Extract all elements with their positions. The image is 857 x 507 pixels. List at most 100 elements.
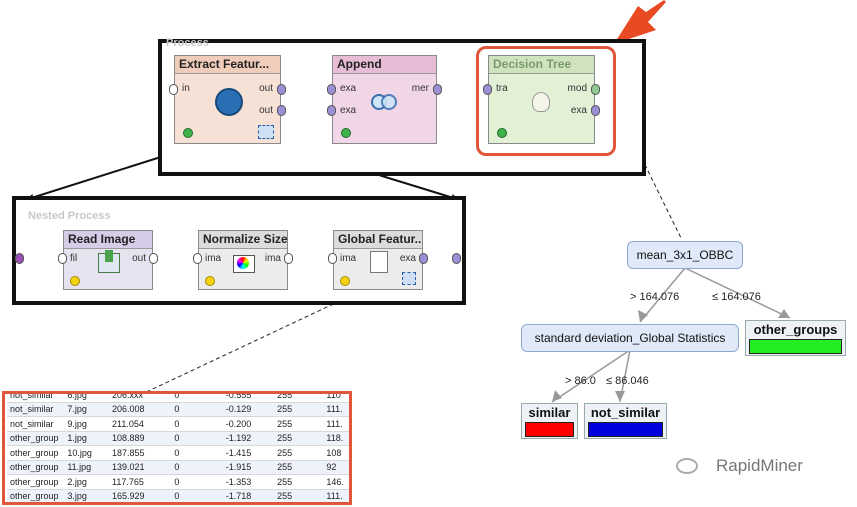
document-search-icon: [370, 251, 388, 273]
edge-label: ≤ 164.076: [712, 291, 761, 303]
port-label: fil: [70, 253, 78, 264]
table-cell: -1.718: [222, 489, 275, 502]
tree-leaf-not-similar[interactable]: not_similar: [584, 403, 667, 439]
port-out[interactable]: [433, 84, 442, 95]
port-out[interactable]: [284, 253, 293, 264]
port-out[interactable]: [277, 105, 286, 116]
table-cell: 0: [171, 460, 223, 475]
class-color-swatch: [525, 422, 574, 437]
status-warning-icon: [70, 276, 80, 286]
table-cell: 146.: [323, 474, 349, 490]
table-cell: not_similar: [7, 416, 65, 432]
table-cell: -0.200: [222, 416, 275, 432]
port-in[interactable]: [193, 253, 202, 264]
table-cell: other_group: [7, 504, 64, 506]
port-label: exa: [340, 83, 357, 94]
port-out[interactable]: [591, 105, 600, 116]
status-ok-icon: [341, 128, 351, 138]
operator-decision-tree[interactable]: Decision Tree tra mod exa: [488, 55, 595, 144]
status-warning-icon: [340, 276, 350, 286]
table-cell: other_group: [7, 460, 65, 475]
operator-title: Decision Tree: [489, 56, 594, 74]
table-cell: not_similar: [7, 394, 65, 403]
operator-normalize-size[interactable]: Normalize Size ima ima: [198, 230, 288, 290]
nested-process-label: Nested Process: [28, 210, 111, 222]
table-cell: 6.jpg: [64, 394, 109, 403]
port-label: mod: [567, 83, 587, 94]
table-cell: 255: [274, 445, 324, 461]
wechat-icon: [676, 458, 698, 474]
tree-node-std[interactable]: standard deviation_Global Statistics: [521, 324, 739, 352]
table-cell: 110: [323, 394, 349, 403]
status-ok-icon: [497, 128, 507, 138]
port-in[interactable]: [58, 253, 67, 264]
port-in[interactable]: [327, 105, 336, 116]
port-label: out: [132, 253, 146, 264]
table-cell: -0.555: [222, 394, 275, 403]
operator-extract-features[interactable]: Extract Featur... in out out: [174, 55, 281, 144]
table-cell: 255: [274, 416, 324, 432]
table-cell: 1.jpg: [64, 431, 109, 446]
port-label: exa: [340, 105, 357, 116]
append-icon: [371, 94, 399, 112]
table-cell: 255: [274, 431, 324, 446]
port-in[interactable]: [328, 253, 337, 264]
port-out[interactable]: [591, 84, 600, 95]
table-cell: 117.765: [108, 474, 172, 490]
port-label: tra: [496, 83, 508, 94]
table-cell: 11.jpg: [64, 460, 109, 475]
nested-port-out[interactable]: [452, 253, 461, 264]
tree-leaf-similar[interactable]: similar: [521, 403, 578, 439]
status-ok-icon: [183, 128, 193, 138]
subprocess-icon[interactable]: [402, 272, 416, 285]
port-out[interactable]: [149, 253, 158, 264]
table-cell: not_similar: [7, 402, 65, 417]
table-cell: 255: [274, 394, 324, 403]
highlight-box: [476, 46, 616, 156]
table-cell: 245.072: [109, 504, 171, 506]
table-cell: 3.jpg: [64, 489, 109, 502]
table-cell: other_group: [7, 431, 65, 446]
operator-global-features[interactable]: Global Featur... ima exa: [333, 230, 423, 290]
port-out[interactable]: [277, 84, 286, 95]
table-cell: 255: [274, 474, 324, 490]
table-cell: 255: [274, 402, 324, 417]
table-cell: 187.855: [108, 445, 172, 461]
port-label: ima: [340, 253, 357, 264]
table-cell: 0: [171, 431, 223, 446]
nested-port-in[interactable]: [15, 253, 24, 264]
table-cell: other_group: [7, 445, 65, 461]
table-row[interactable]: other_group4.jpg245.0720-1.697255117: [7, 504, 349, 506]
edge-label: > 164.076: [630, 291, 680, 303]
operator-title: Extract Featur...: [175, 56, 280, 74]
port-in[interactable]: [483, 84, 492, 95]
port-out[interactable]: [419, 253, 428, 264]
table-cell: 139.021: [108, 460, 172, 475]
table-cell: 111.: [323, 402, 349, 417]
table-cell: 9.jpg: [64, 416, 109, 432]
subprocess-icon[interactable]: [258, 125, 274, 139]
import-icon: [98, 250, 120, 273]
port-label: in: [182, 83, 190, 94]
tree-node-root[interactable]: mean_3x1_OBBC: [627, 241, 743, 269]
port-in[interactable]: [169, 84, 178, 95]
table-cell: 0: [171, 402, 223, 417]
operator-read-image[interactable]: Read Image fil out: [63, 230, 153, 290]
tree-leaf-other-groups[interactable]: other_groups: [745, 320, 846, 356]
table-cell: 10.jpg: [64, 445, 109, 461]
operator-append[interactable]: Append exa exa mer: [332, 55, 437, 144]
table-cell: -1.697: [223, 504, 274, 506]
port-label: out: [259, 83, 273, 94]
port-label: exa: [399, 253, 416, 264]
table-cell: 2.jpg: [64, 474, 109, 490]
port-in[interactable]: [327, 84, 336, 95]
